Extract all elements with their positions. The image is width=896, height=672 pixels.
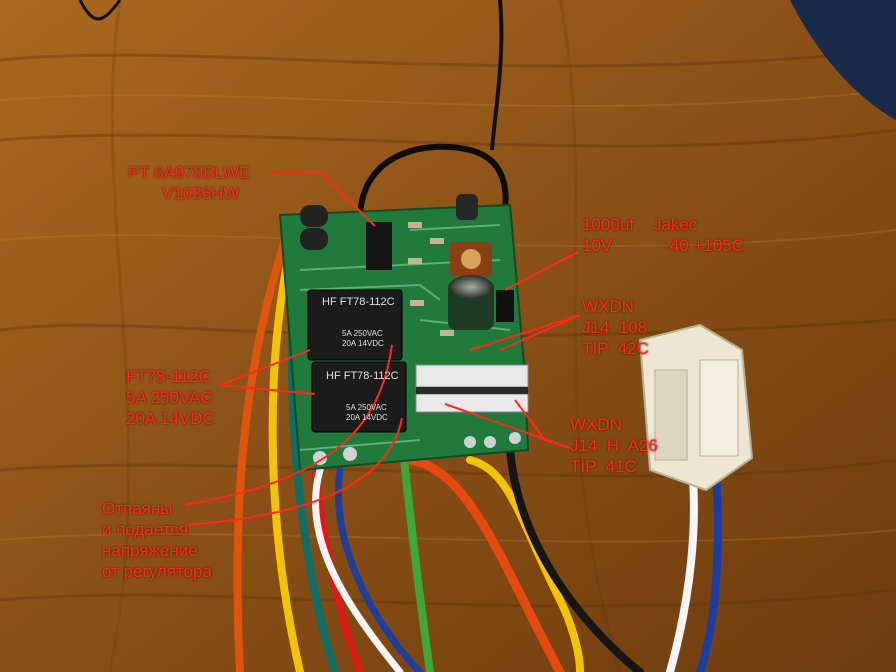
relay-model: FT78-112C (339, 296, 395, 308)
annotation-lines (184, 171, 581, 526)
transistor-upper (415, 364, 529, 388)
annotation-line: V1036HW (162, 184, 240, 203)
white-connector (638, 323, 754, 492)
relay-rating-2: 20A 14VDC (346, 413, 388, 422)
black-cable-top (490, 0, 504, 151)
annotation-transistor-upper: WXDN J14 108 TIP 42C (582, 296, 649, 359)
annotation-pt-chip: PT 8A978BLWE V1036HW (128, 162, 250, 204)
wires-bundle (233, 236, 722, 672)
relay-rating-1: 5A 250VAC (346, 403, 387, 412)
annotation-line: TIP 41C (570, 457, 637, 476)
ic-chip (366, 222, 392, 270)
annotation-line: 1000uf Jakec (582, 215, 698, 234)
relay-top-marking: HF FT78-112C 5A 250VAC 20A 14VDC (322, 296, 395, 349)
small-capacitor-2 (300, 228, 328, 250)
relay-bottom (311, 361, 407, 433)
annotation-transistor-lower: WXDN J14 H A26 TIP 41C (570, 414, 658, 477)
annotation-line: FT78-112C (126, 367, 211, 386)
small-capacitor-1 (300, 205, 328, 227)
potentiometer-knob (461, 249, 481, 269)
transistor-lower (415, 393, 529, 413)
relay-top (307, 289, 403, 361)
resistor-4 (410, 300, 424, 306)
annotation-line: 10V -40 +105C (582, 236, 745, 255)
annotation-line: и подается (102, 520, 189, 539)
resistor-5 (440, 330, 454, 336)
black-loop-wire (357, 143, 509, 231)
resistor-1 (408, 222, 422, 228)
annotation-line: PT 8A978BLWE (128, 163, 251, 182)
diode (496, 290, 514, 322)
annotation-line: J14 H A26 (570, 436, 658, 455)
relay-bottom-marking: HF FT78-112C 5A 250VAC 20A 14VDC (326, 370, 399, 423)
relay-model: FT78-112C (343, 370, 399, 382)
annotation-line: WXDN (582, 297, 634, 316)
resistor-2 (430, 238, 444, 244)
relay-rating-2: 20A 14VDC (342, 339, 384, 348)
annotation-line: напряжение (102, 541, 198, 560)
black-cable-corner (78, 0, 122, 21)
transistor-gap (416, 387, 528, 394)
solder-points (313, 432, 521, 465)
annotation-capacitor: 1000uf Jakec 10V -40 +105C (582, 214, 744, 256)
annotation-line: Отпаяны (102, 499, 173, 518)
resistor-3 (408, 258, 422, 264)
annotation-line: от регулятора (102, 562, 212, 581)
small-capacitor-3 (456, 194, 478, 220)
annotation-line: WXDN (570, 415, 622, 434)
annotation-note: Отпаяны и подается напряжение от регулят… (102, 498, 212, 582)
blue-object (790, 0, 896, 120)
capacitor-top (449, 275, 493, 299)
annotation-line: 5A 250VAC (126, 388, 213, 407)
annotation-relay: FT78-112C 5A 250VAC 20A 14VDC (126, 366, 215, 429)
relay-logo: HF (322, 296, 337, 308)
annotation-line: 20A 14VDC (126, 409, 215, 428)
relay-rating-1: 5A 250VAC (342, 329, 383, 338)
annotation-line: J14 108 (582, 318, 648, 337)
relay-logo: HF (326, 370, 341, 382)
annotation-line: TIP 42C (582, 339, 649, 358)
